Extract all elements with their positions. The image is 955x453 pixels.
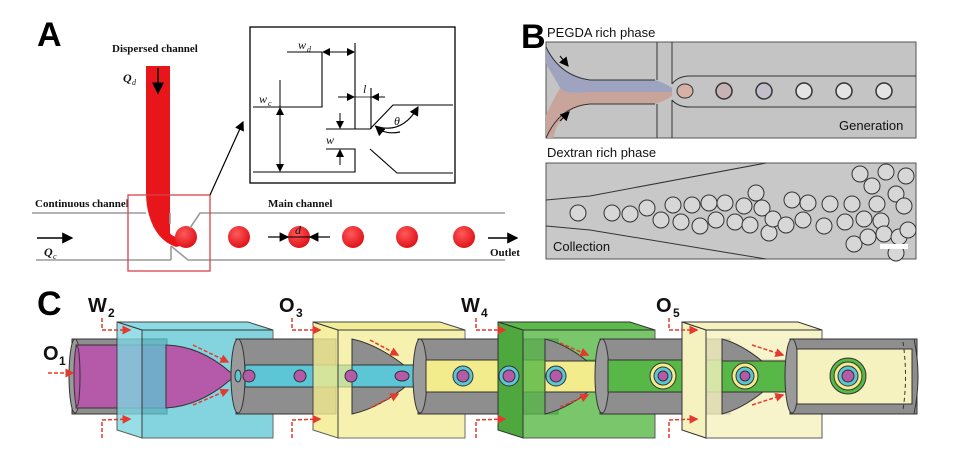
svg-text:c: c	[53, 252, 57, 261]
zoom-region-box	[127, 194, 211, 272]
wd-label: w	[298, 38, 306, 52]
collected-droplet	[783, 191, 801, 209]
collected-droplet	[753, 199, 771, 217]
collected-droplet	[868, 195, 886, 213]
collected-droplet	[799, 194, 817, 212]
collected-droplet	[691, 217, 709, 235]
collected-droplet	[899, 221, 917, 239]
collected-droplet	[707, 211, 725, 229]
svg-text:Q: Q	[44, 245, 53, 259]
collected-droplet	[652, 211, 670, 229]
svg-text:d: d	[132, 78, 137, 87]
collected-droplet	[887, 185, 905, 203]
generation-micrograph	[545, 41, 917, 139]
collected-droplet	[843, 195, 861, 213]
w-label: w	[326, 133, 334, 147]
collected-droplet	[794, 211, 812, 229]
collected-droplet	[859, 228, 877, 246]
l-label: l	[363, 82, 367, 96]
pegda-title: PEGDA rich phase	[547, 25, 655, 40]
droplet	[396, 226, 418, 248]
theta-label: θ	[394, 114, 400, 128]
collected-droplet	[747, 184, 765, 202]
collected-droplet	[863, 177, 881, 195]
inlet-label-o5: O 5	[656, 295, 680, 320]
panel-c-letter: C	[37, 285, 62, 323]
continuous-channel-label: Continuous channel	[35, 198, 129, 210]
collected-droplet	[603, 204, 621, 222]
flow-arrows	[48, 318, 785, 438]
svg-text:4: 4	[481, 306, 488, 320]
collected-droplet	[700, 194, 718, 212]
scale-bar	[880, 244, 908, 249]
svg-text:Q: Q	[123, 71, 132, 85]
channel-walls	[32, 212, 505, 261]
dispersed-channel-label: Dispersed channel	[112, 43, 198, 55]
zoom-pointer-arrow	[209, 120, 244, 196]
svg-text:W: W	[461, 295, 480, 317]
collected-droplet	[683, 196, 701, 214]
outlet-label: Outlet	[490, 247, 520, 259]
collected-droplet	[897, 167, 915, 185]
collected-droplet	[845, 235, 863, 253]
forming-droplet	[175, 226, 197, 248]
collected-droplet	[672, 213, 690, 231]
collected-droplet	[821, 195, 839, 213]
collected-droplet	[855, 210, 873, 228]
inlet-label-w2: W 2	[88, 295, 115, 320]
dispersed-channel-fluid	[146, 66, 188, 247]
collected-droplet	[895, 197, 913, 215]
collected-droplet	[638, 199, 656, 217]
wc-label: w	[259, 92, 267, 106]
collected-droplet	[621, 205, 639, 223]
svg-text:W: W	[88, 295, 107, 317]
svg-text:3: 3	[296, 306, 303, 320]
collected-droplet	[760, 224, 778, 242]
inlet-label-w4: W 4	[461, 295, 488, 320]
droplet	[453, 226, 475, 248]
collected-droplet	[726, 213, 744, 231]
inlet-label-o1: O 1	[43, 343, 66, 368]
collected-droplet	[569, 204, 587, 222]
generation-caption: Generation	[839, 118, 903, 133]
collection-caption: Collection	[553, 239, 610, 254]
collected-droplet	[741, 216, 759, 234]
qc-label: Q c	[44, 245, 57, 261]
svg-text:O: O	[656, 295, 672, 317]
inlet-label-o3: O 3	[279, 295, 303, 320]
collected-droplet	[735, 197, 753, 215]
qd-label: Q d	[123, 71, 137, 87]
panel-b-micrographs: PEGDA rich phase Generation Dextran rich…	[545, 25, 917, 262]
collected-droplet	[877, 163, 895, 181]
svg-text:1: 1	[59, 354, 66, 368]
svg-text:c: c	[268, 99, 272, 108]
svg-text:O: O	[43, 343, 59, 365]
panel-c-device: O 1 W 2 O 3 W 4 O 5	[43, 295, 919, 439]
svg-text:O: O	[279, 295, 295, 317]
geometry-inset: w d w c l w θ	[249, 26, 456, 184]
main-channel-label: Main channel	[268, 198, 332, 210]
dextran-title: Dextran rich phase	[547, 145, 656, 160]
collected-droplet	[664, 196, 682, 214]
panel-a-letter: A	[37, 16, 62, 54]
svg-text:2: 2	[108, 306, 115, 320]
svg-text:d: d	[307, 45, 312, 54]
svg-text:5: 5	[673, 306, 680, 320]
collected-droplet	[836, 213, 854, 231]
collected-droplet	[716, 194, 734, 212]
collection-micrograph	[545, 162, 917, 262]
collected-droplet	[777, 216, 795, 234]
panel-a-diagram: Dispersed channel Q d Q c Continuous cha…	[32, 26, 520, 272]
collected-droplet	[875, 225, 893, 243]
droplet	[228, 226, 250, 248]
collected-droplet	[851, 165, 869, 183]
panel-b-letter: B	[521, 18, 546, 56]
droplet	[342, 226, 364, 248]
collected-droplet	[815, 217, 833, 235]
diameter-label: d	[295, 223, 302, 237]
